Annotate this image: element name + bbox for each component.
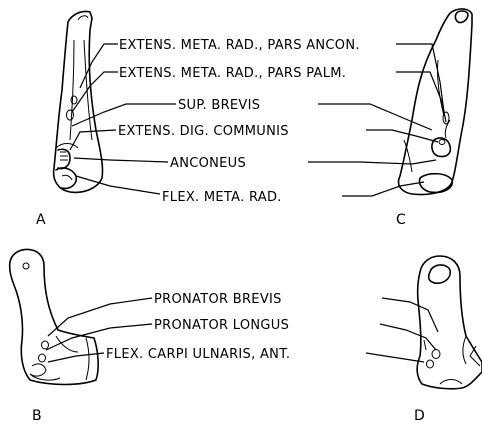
label-pronator-brevis: PRONATOR BREVIS xyxy=(154,292,282,307)
bone-b xyxy=(10,250,99,385)
panel-letter-d: D xyxy=(414,408,425,424)
label-flex-carpi-ulnaris-ant: FLEX. CARPI ULNARIS, ANT. xyxy=(106,347,290,362)
panel-letter-c: C xyxy=(396,212,406,228)
panel-letter-a: A xyxy=(36,212,46,228)
label-extens-dig-communis: EXTENS. DIG. COMMUNIS xyxy=(118,124,289,139)
labels-bottom: PRONATOR BREVIS PRONATOR LONGUS FLEX. CA… xyxy=(106,292,290,362)
label-anconeus: ANCONEUS xyxy=(170,156,246,171)
bone-a xyxy=(54,11,103,192)
panel-letter-b: B xyxy=(32,408,42,424)
label-pronator-longus: PRONATOR LONGUS xyxy=(154,318,289,333)
label-sup-brevis: SUP. BREVIS xyxy=(178,98,260,113)
label-extens-meta-rad-pars-ancon: EXTENS. META. RAD., PARS ANCON. xyxy=(119,38,360,53)
bone-d xyxy=(417,256,482,389)
label-flex-meta-rad: FLEX. META. RAD. xyxy=(162,190,282,205)
labels-top: EXTENS. META. RAD., PARS ANCON. EXTENS. … xyxy=(118,38,360,205)
label-extens-meta-rad-pars-palm: EXTENS. META. RAD., PARS PALM. xyxy=(119,66,346,81)
bone-c xyxy=(399,9,473,195)
